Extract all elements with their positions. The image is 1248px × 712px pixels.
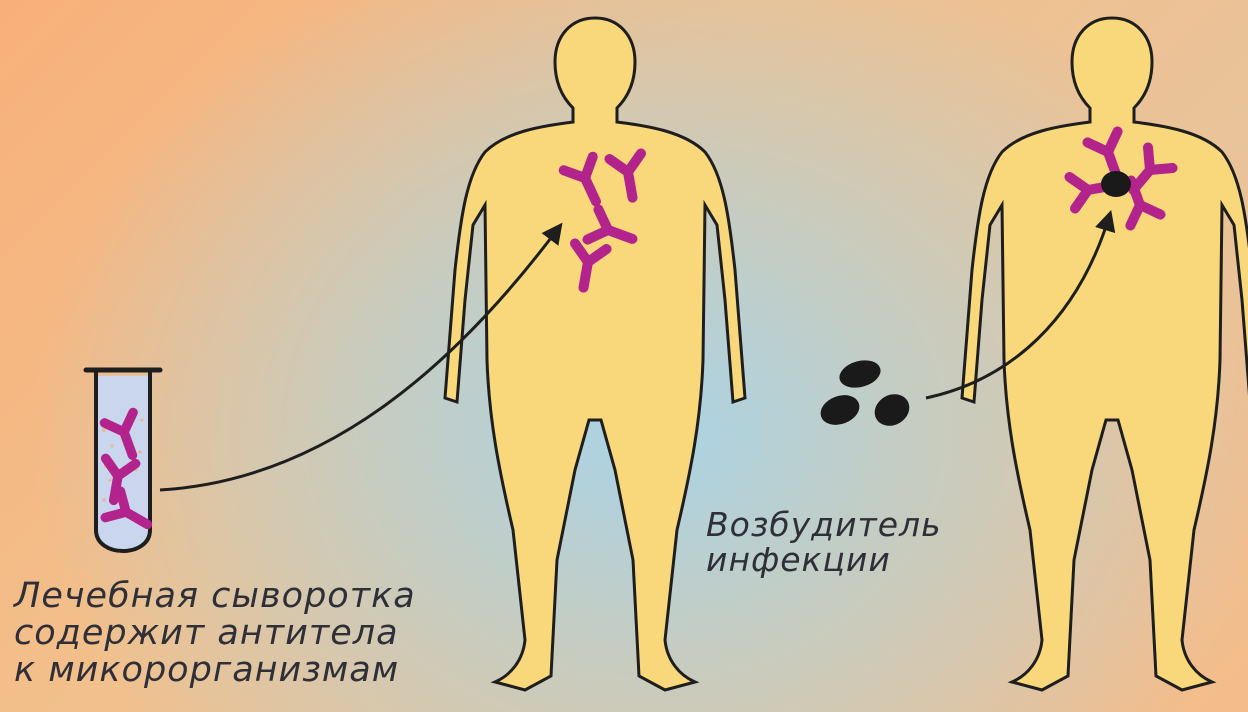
pathogen-caption: Возбудитель инфекции (706, 508, 942, 577)
human-figure-recipient (445, 18, 745, 690)
pathogen-cluster-icon (816, 356, 915, 432)
human-figure-infected (962, 18, 1248, 690)
pathogen-bound-icon (1101, 171, 1131, 197)
serum-caption: Лечебная сыворотка содержит антитела к м… (14, 578, 416, 688)
